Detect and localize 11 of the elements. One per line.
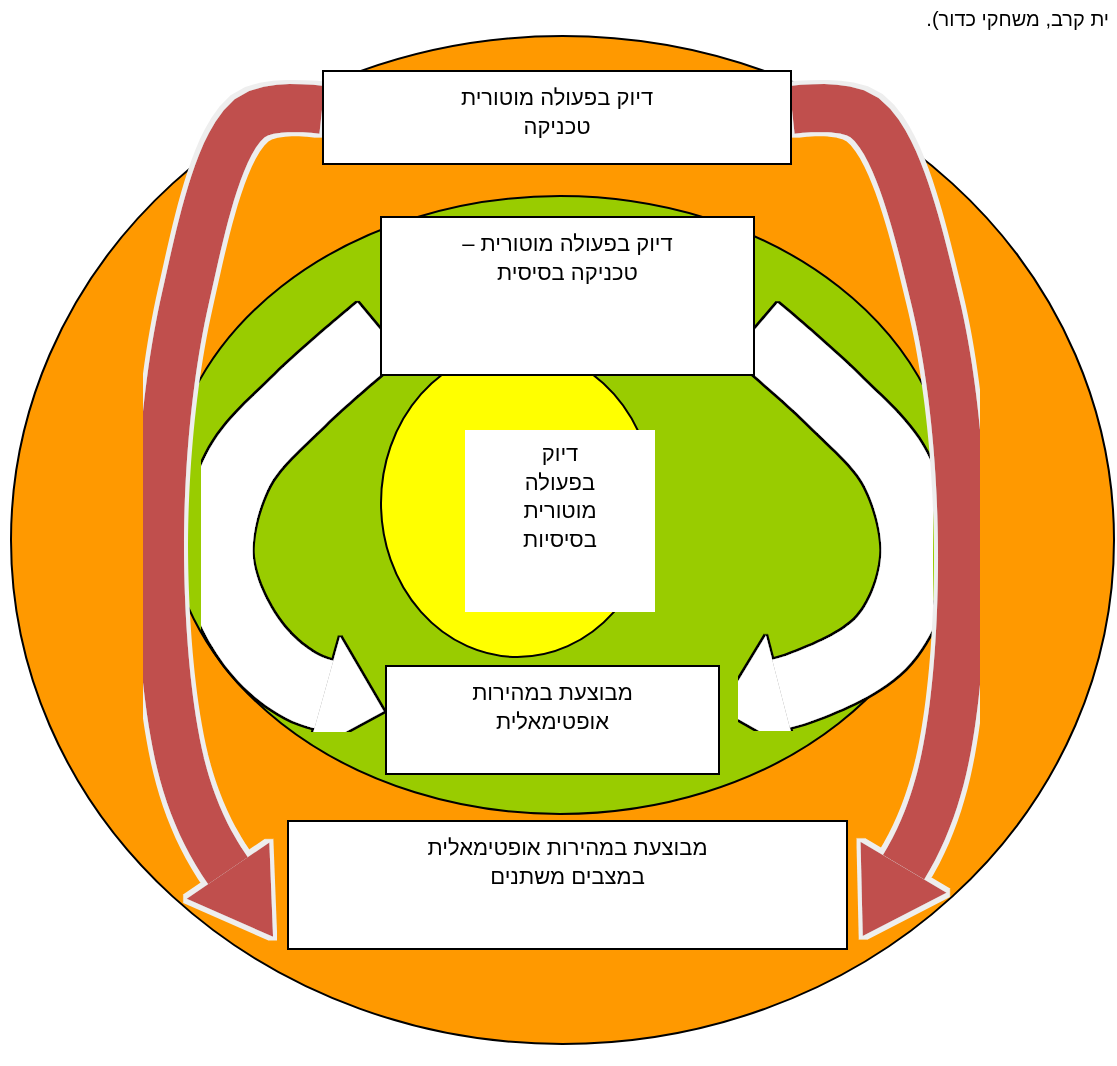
box-text: דיוק בפעולה מוטורית טכניקה bbox=[459, 84, 655, 141]
box-text: דיוק בפעולה מוטורית – טכניקה בסיסית bbox=[461, 230, 674, 287]
text-box bbox=[385, 665, 720, 775]
box-text: מבוצעת במהירות אופטימאלית במצבים משתנים bbox=[426, 834, 709, 891]
box-text: דיוק בפעולה מוטורית בסיסיות bbox=[522, 440, 598, 554]
box-text: מבוצעת במהירות אופטימאלית bbox=[471, 679, 634, 736]
text-box bbox=[465, 430, 655, 612]
text-box bbox=[287, 820, 848, 950]
text-box bbox=[380, 216, 755, 376]
note-text: ית קרב, משחקי כדור). bbox=[926, 8, 1109, 31]
text-box bbox=[322, 70, 792, 165]
